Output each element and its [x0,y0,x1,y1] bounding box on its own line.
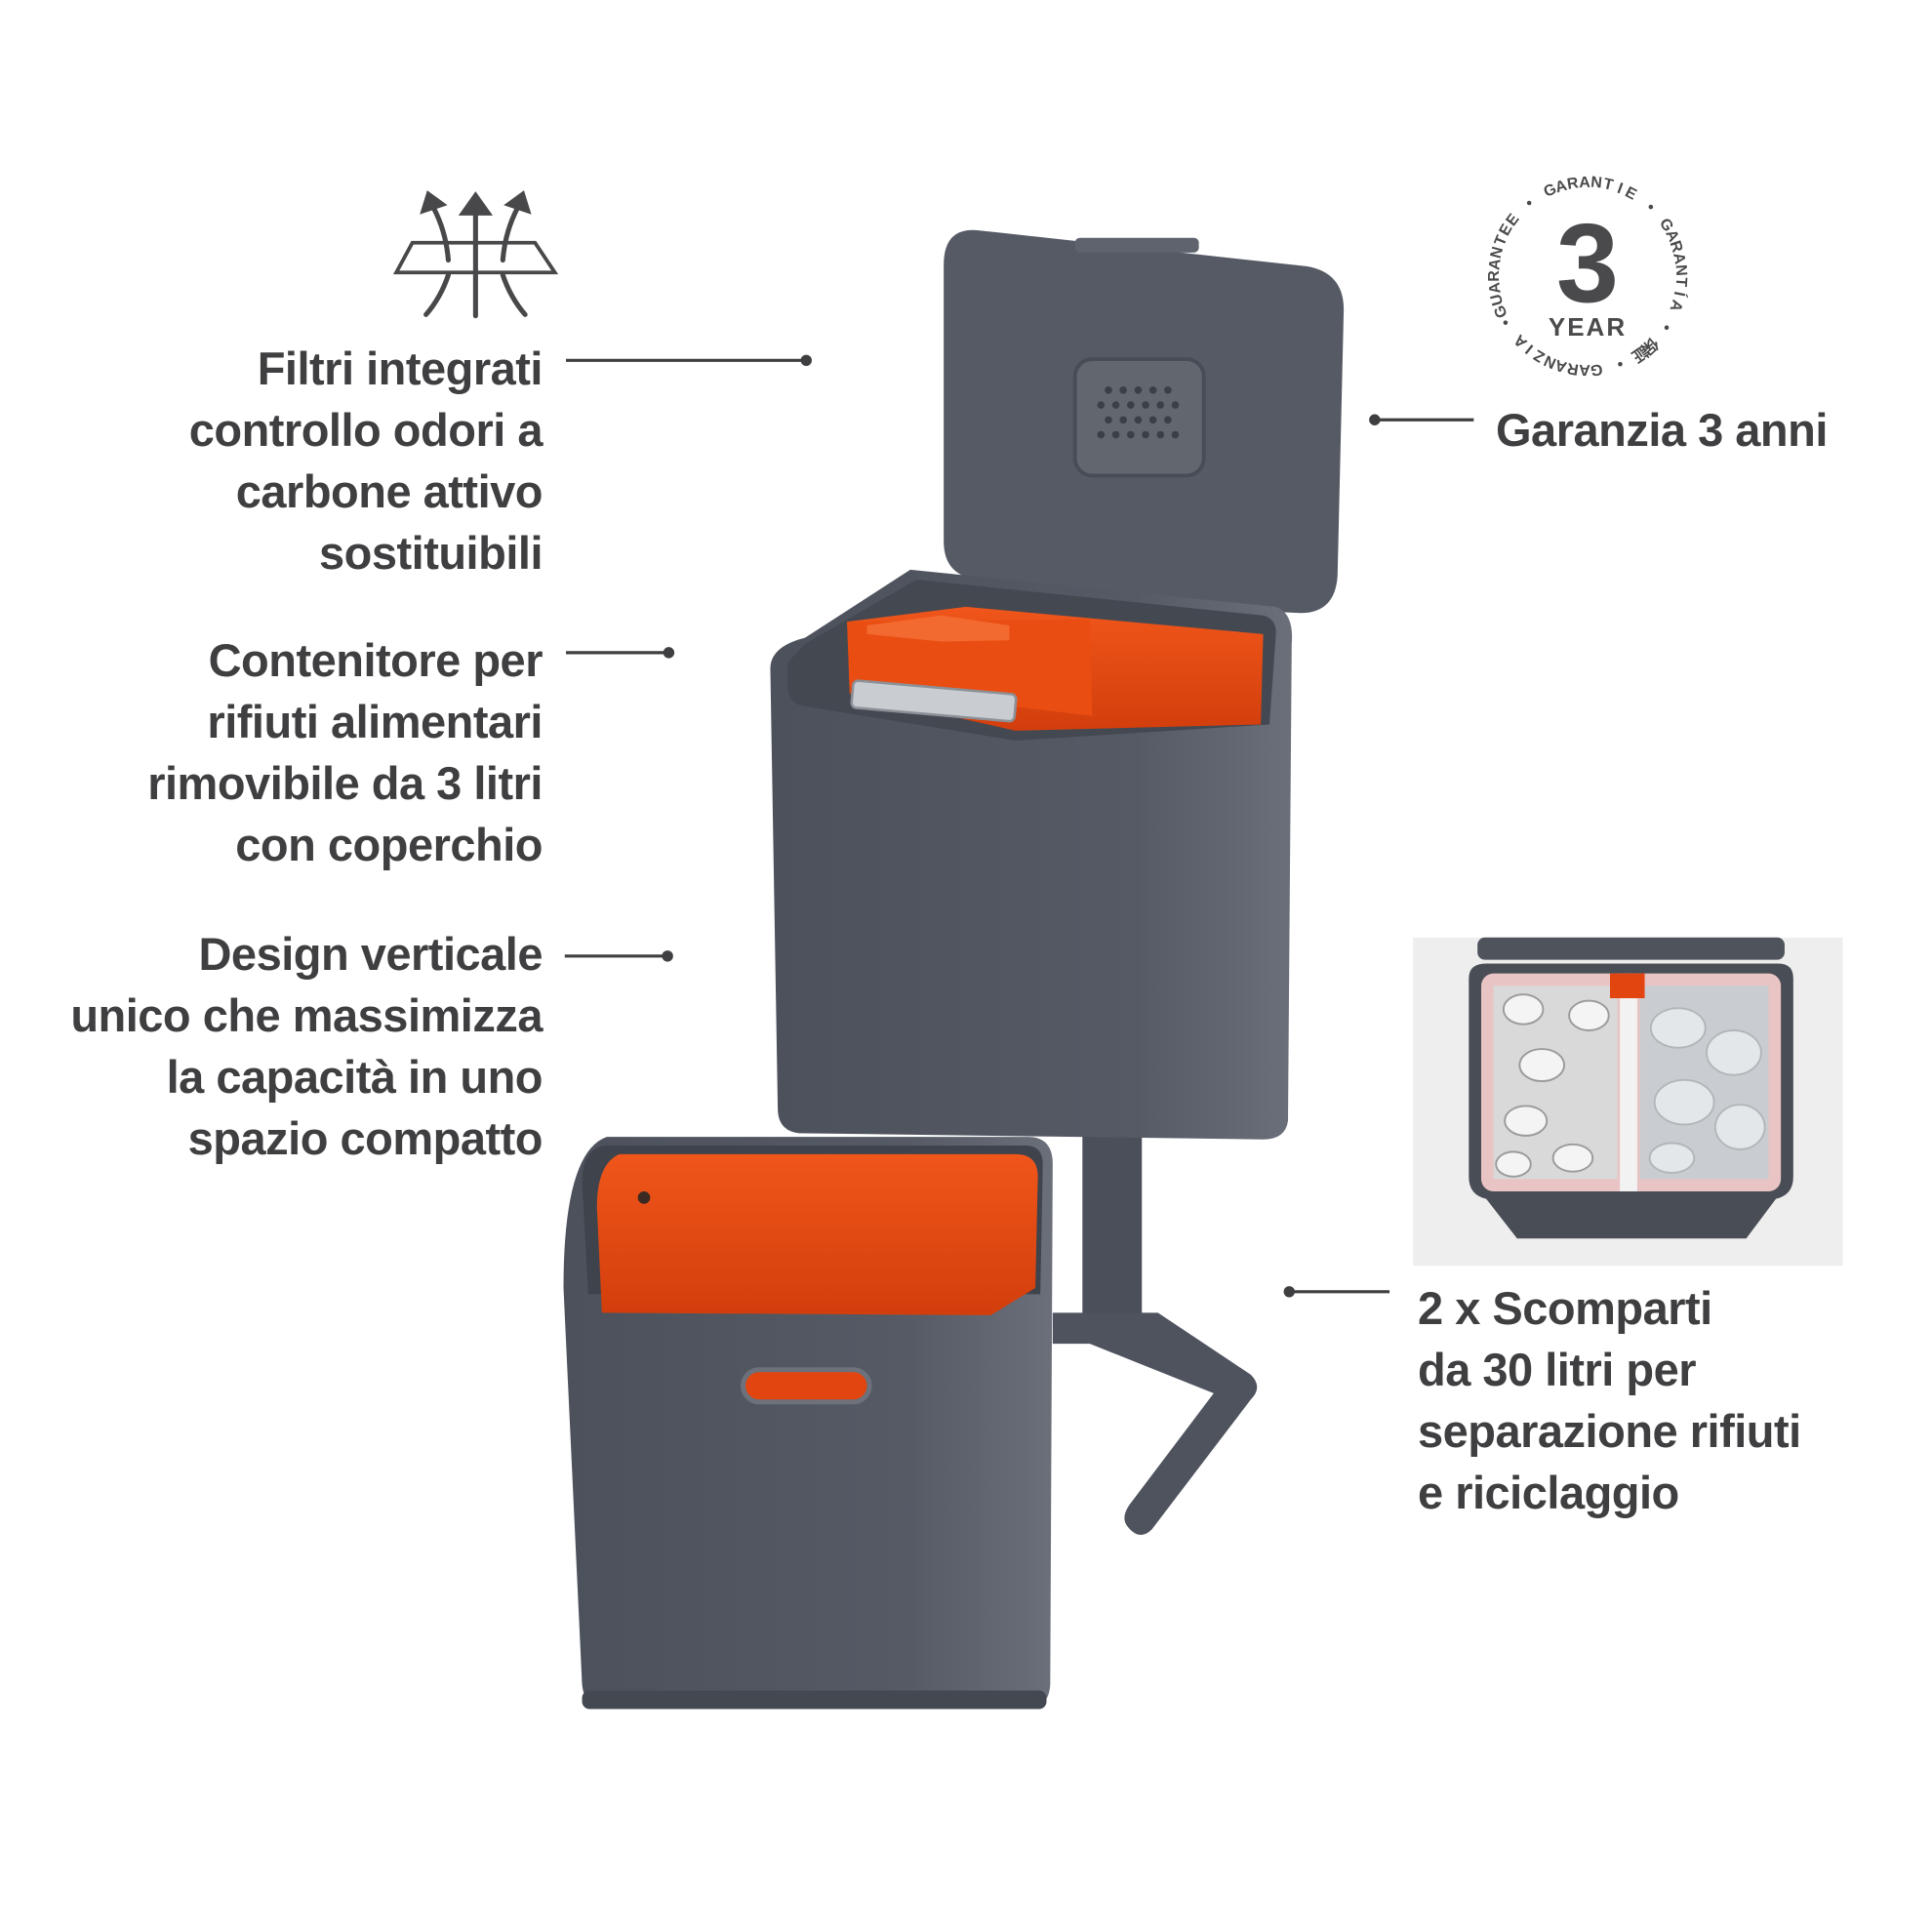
leader-dot [662,950,673,962]
feature-compartments: 2 x Scomparti da 30 litri per separazion… [1418,1277,1801,1523]
leader-dot [663,647,675,659]
caption-line: Design verticale [198,928,543,980]
caption-line: rifiuti alimentari [207,696,543,747]
caption-line: Filtri integrati [257,342,543,394]
air-filter-icon [392,190,559,319]
caption-line: unico che massimizza [70,989,543,1041]
feature-food-caddy: Contenitore per rifiuti alimentari rimov… [0,629,543,875]
feature-filters: Filtri integrati controllo odori a carbo… [0,338,543,584]
caption-line: spazio compatto [187,1112,543,1164]
caption-line: Contenitore per [208,634,543,686]
leader-dot [1369,414,1381,425]
caption-line: separazione rifiuti [1418,1405,1801,1457]
caption-line: da 30 litri per [1418,1344,1697,1395]
caption-line: con coperchio [235,819,543,870]
badge-unit: YEAR [1548,312,1628,342]
caption-line: 2 x Scomparti [1418,1282,1712,1334]
compartments-photo [1413,937,1843,1267]
caption-line: e riciclaggio [1418,1467,1679,1518]
guarantee-label: Garanzia 3 anni [1496,404,1828,456]
caption-line: la capacità in uno [166,1051,543,1103]
feature-vertical-design: Design verticale unico che massimizza la… [0,923,543,1169]
caption-line: rimovibile da 3 litri [147,757,543,809]
caption-line: carbone attivo [235,465,543,517]
caption-line: sostituibili [319,527,543,579]
leader-dot [800,354,812,367]
leader-dot [1283,1286,1295,1298]
recycling-bin-product [563,229,1345,1710]
caption-line: controllo odori a [188,404,543,456]
badge-number: 3 [1556,201,1619,326]
